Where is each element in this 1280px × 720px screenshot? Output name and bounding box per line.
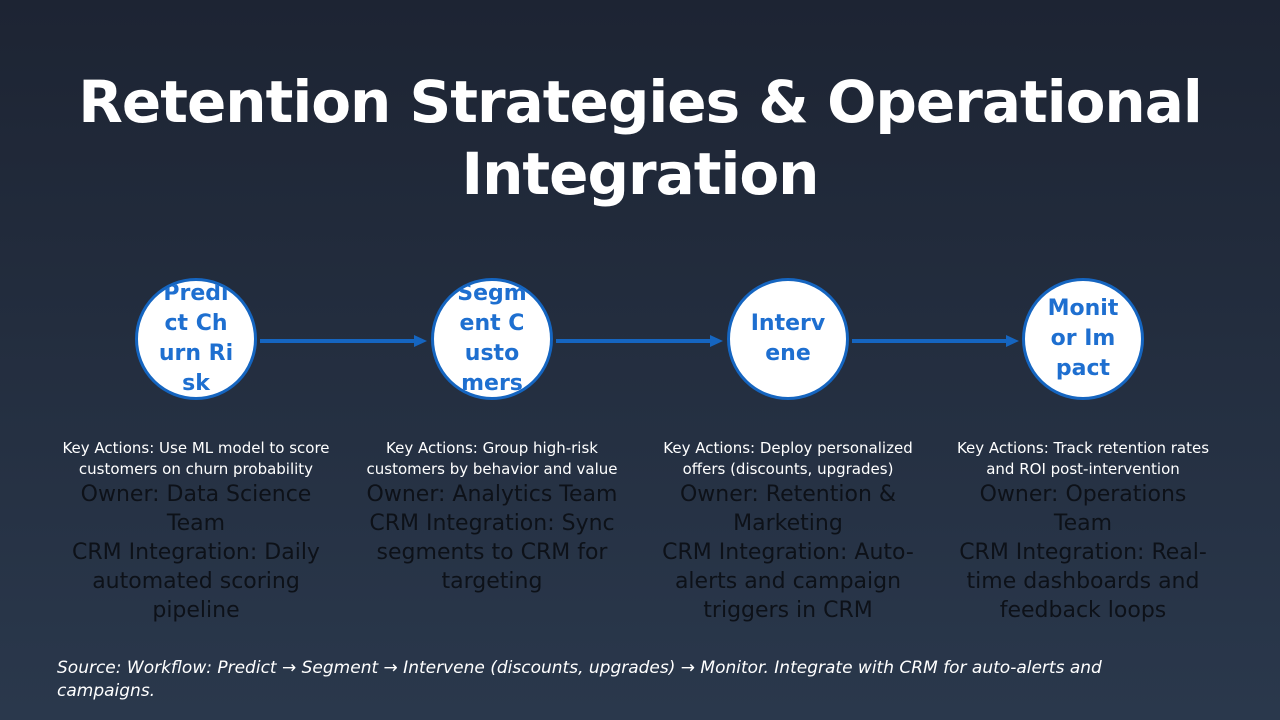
step-label: Segment Customers bbox=[457, 281, 527, 396]
owner-text: Owner: Operations Team bbox=[979, 482, 1187, 536]
step-label: Monitor Impact bbox=[1047, 296, 1119, 381]
source-note: Source: Workflow: Predict → Segment → In… bbox=[57, 658, 1102, 701]
crm-integration-text: CRM Integration: Sync segments to CRM fo… bbox=[369, 511, 615, 594]
key-actions-text: Key Actions: Group high-risk customers b… bbox=[366, 439, 618, 478]
flow-arrow-icon bbox=[260, 335, 427, 347]
owner-text: Owner: Retention & Marketing bbox=[679, 482, 897, 536]
key-actions-text: Key Actions: Use ML model to score custo… bbox=[62, 439, 330, 478]
flow-arrow-icon bbox=[852, 335, 1019, 347]
crm-integration-text: CRM Integration: Real-time dashboards an… bbox=[959, 540, 1207, 623]
slide-title: Retention Strategies & Operational Integ… bbox=[78, 68, 1202, 208]
owner-text: Owner: Data Science Team bbox=[80, 482, 312, 536]
step-label: Predict Churn Risk bbox=[158, 281, 234, 396]
step-details-predict: Key Actions: Use ML model to score custo… bbox=[61, 438, 331, 625]
step-details-segment: Key Actions: Group high-risk customers b… bbox=[357, 438, 627, 596]
step-circle-predict: Predict Churn Risk bbox=[135, 278, 257, 400]
key-actions-text: Key Actions: Track retention rates and R… bbox=[956, 439, 1210, 478]
step-circle-monitor: Monitor Impact bbox=[1022, 278, 1144, 400]
crm-integration-text: CRM Integration: Auto-alerts and campaig… bbox=[662, 540, 914, 623]
owner-text: Owner: Analytics Team bbox=[366, 482, 618, 507]
step-circle-segment: Segment Customers bbox=[431, 278, 553, 400]
flow-arrow-icon bbox=[556, 335, 723, 347]
step-label: Intervene bbox=[750, 311, 826, 366]
crm-integration-text: CRM Integration: Daily automated scoring… bbox=[72, 540, 320, 623]
key-actions-text: Key Actions: Deploy personalized offers … bbox=[663, 439, 913, 478]
step-circle-intervene: Intervene bbox=[727, 278, 849, 400]
step-details-monitor: Key Actions: Track retention rates and R… bbox=[948, 438, 1218, 625]
step-details-intervene: Key Actions: Deploy personalized offers … bbox=[653, 438, 923, 625]
